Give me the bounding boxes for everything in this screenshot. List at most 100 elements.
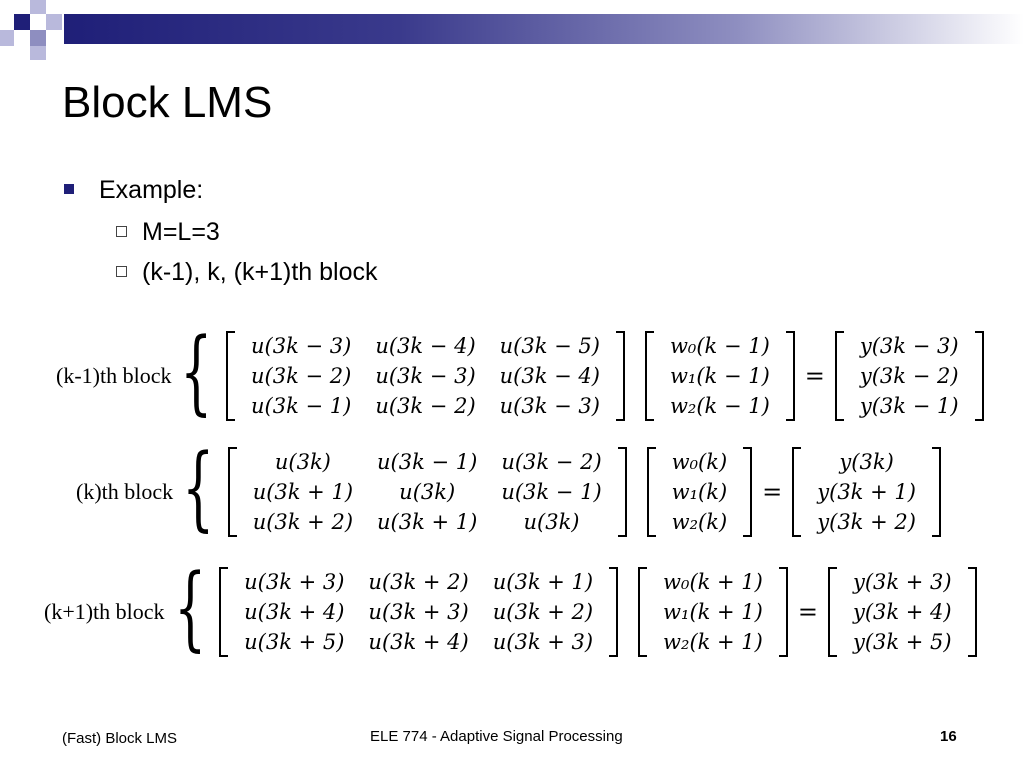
header-square-light <box>0 30 14 46</box>
matrix-cell: u(3k + 5) <box>244 630 345 654</box>
block-label: (k)th block <box>76 479 174 504</box>
matrix-cell: u(3k) <box>274 450 331 474</box>
right-bracket <box>974 331 984 421</box>
w-vector-table: w₀(k + 1)w₁(k + 1)w₂(k + 1) <box>651 567 775 657</box>
matrix-cell: w₁(k) <box>671 480 728 504</box>
equals-sign: = <box>804 362 825 390</box>
sub-bullet-text: (k-1), k, (k+1)th block <box>142 258 378 286</box>
matrix-cell: u(3k − 3) <box>499 394 600 418</box>
left-bracket <box>638 567 648 657</box>
left-bracket <box>827 567 837 657</box>
matrix-row: u(3k)u(3k − 1)u(3k − 2) <box>241 447 614 477</box>
right-bracket <box>778 567 788 657</box>
matrix-cell: y(3k + 2) <box>817 510 916 534</box>
matrix-row: u(3k + 4)u(3k + 3)u(3k + 2) <box>232 597 605 627</box>
bullet-example: Example: <box>64 176 203 205</box>
right-bracket <box>617 447 627 537</box>
matrix-cell: u(3k + 1) <box>492 570 594 594</box>
slide-title: Block LMS <box>62 78 273 127</box>
matrix-cell: u(3k − 2) <box>501 450 602 474</box>
block-label: (k-1)th block <box>56 363 172 388</box>
matrix-cell: w₀(k) <box>671 450 728 474</box>
matrix-cell: u(3k − 4) <box>375 334 476 358</box>
matrix-cell: w₂(k) <box>671 510 728 534</box>
equals-sign: = <box>797 598 818 626</box>
sub-bullet-text: M=L=3 <box>142 218 220 246</box>
left-bracket <box>644 331 654 421</box>
matrix-cell: y(3k + 3) <box>852 570 952 594</box>
matrix-cell: u(3k + 2) <box>252 510 354 534</box>
u-matrix: u(3k − 3)u(3k − 4)u(3k − 5)u(3k − 2)u(3k… <box>226 331 625 421</box>
sub-bullet-1: M=L=3 <box>116 218 220 247</box>
right-bracket <box>967 567 977 657</box>
matrix-cell: u(3k − 3) <box>251 334 352 358</box>
header-gradient-bar <box>64 14 1024 44</box>
matrix-row: w₁(k) <box>660 477 740 507</box>
w-vector: w₀(k + 1)w₁(k + 1)w₂(k + 1) <box>638 567 788 657</box>
matrix-cell: w₁(k + 1) <box>663 600 763 624</box>
matrix-cell: u(3k + 1) <box>377 510 478 534</box>
w-vector-table: w₀(k) w₁(k) w₂(k) <box>660 447 740 537</box>
left-bracket <box>226 331 236 421</box>
hollow-square-bullet-icon <box>116 265 127 277</box>
matrix-row: u(3k + 3)u(3k + 2)u(3k + 1) <box>232 567 605 597</box>
footer-left: (Fast) Block LMS <box>62 730 178 747</box>
matrix-row: w₂(k − 1) <box>658 391 782 421</box>
header-square-dark <box>14 14 30 30</box>
matrix-cell: y(3k − 2) <box>859 364 959 388</box>
block-label: (k+1)th block <box>44 599 165 624</box>
w-vector-table: w₀(k − 1)w₁(k − 1)w₂(k − 1) <box>658 331 782 421</box>
matrix-cell: y(3k) <box>839 450 894 474</box>
y-vector: y(3k) y(3k + 1) y(3k + 2) <box>792 447 941 537</box>
header-square-mid <box>30 30 46 46</box>
right-bracket <box>785 331 795 421</box>
matrix-row: y(3k − 3) <box>848 331 971 361</box>
right-bracket <box>931 447 941 537</box>
left-brace: { <box>173 554 206 661</box>
equation-block: (k)th block{u(3k)u(3k − 1)u(3k − 2)u(3k … <box>76 442 941 538</box>
matrix-row: u(3k + 1)u(3k)u(3k − 1) <box>241 477 614 507</box>
footer-center: ELE 774 - Adaptive Signal Processing <box>370 728 623 745</box>
bullet-text: Example: <box>99 176 204 204</box>
matrix-row: u(3k + 5)u(3k + 4)u(3k + 3) <box>232 627 605 657</box>
matrix-cell: u(3k − 1) <box>251 394 352 418</box>
matrix-cell: y(3k − 1) <box>859 394 959 418</box>
matrix-row: u(3k − 3)u(3k − 4)u(3k − 5) <box>239 331 612 361</box>
matrix-row: y(3k + 4) <box>841 597 964 627</box>
matrix-cell: u(3k + 3) <box>368 600 469 624</box>
matrix-row: y(3k − 2) <box>848 361 971 391</box>
y-vector: y(3k − 3) y(3k − 2) y(3k − 1) <box>834 331 984 421</box>
matrix-row: u(3k − 2)u(3k − 3)u(3k − 4) <box>239 361 612 391</box>
matrix-row: y(3k − 1) <box>848 391 971 421</box>
matrix-cell: y(3k + 4) <box>852 600 952 624</box>
matrix-row: w₀(k + 1) <box>651 567 775 597</box>
matrix-row: u(3k − 1)u(3k − 2)u(3k − 3) <box>239 391 612 421</box>
right-bracket <box>615 331 625 421</box>
matrix-cell: y(3k − 3) <box>859 334 959 358</box>
matrix-cell: u(3k − 2) <box>251 364 352 388</box>
left-bracket <box>227 447 237 537</box>
u-matrix-table: u(3k + 3)u(3k + 2)u(3k + 1) u(3k + 4) u(3k… <box>232 567 605 657</box>
matrix-row: u(3k + 2) u(3k + 1) u(3k) <box>241 507 614 537</box>
left-brace: { <box>182 434 215 541</box>
matrix-cell: u(3k) <box>523 510 580 534</box>
matrix-row: y(3k + 3) <box>841 567 964 597</box>
square-bullet-icon <box>64 184 74 195</box>
left-bracket <box>219 567 229 657</box>
matrix-cell: w₀(k + 1) <box>663 570 763 594</box>
matrix-cell: u(3k) <box>399 480 456 504</box>
hollow-square-bullet-icon <box>116 225 127 237</box>
matrix-row: y(3k + 2) <box>805 507 928 537</box>
page-number: 16 <box>940 728 957 745</box>
y-vector-table: y(3k + 3)y(3k + 4)y(3k + 5) <box>841 567 964 657</box>
matrix-cell: u(3k + 3) <box>492 630 594 654</box>
matrix-cell: u(3k + 4) <box>244 600 345 624</box>
matrix-row: y(3k + 1) <box>805 477 928 507</box>
u-matrix-table: u(3k − 3)u(3k − 4)u(3k − 5)u(3k − 2)u(3k… <box>239 331 612 421</box>
matrix-cell: u(3k − 4) <box>499 364 600 388</box>
matrix-cell: u(3k + 3) <box>244 570 345 594</box>
y-vector: y(3k + 3)y(3k + 4)y(3k + 5) <box>827 567 977 657</box>
u-matrix: u(3k)u(3k − 1)u(3k − 2)u(3k + 1)u(3k)u(3… <box>227 447 627 537</box>
y-vector-table: y(3k − 3) y(3k − 2) y(3k − 1) <box>848 331 971 421</box>
equation-block: (k-1)th block{u(3k − 3)u(3k − 4)u(3k − 5… <box>56 326 984 422</box>
